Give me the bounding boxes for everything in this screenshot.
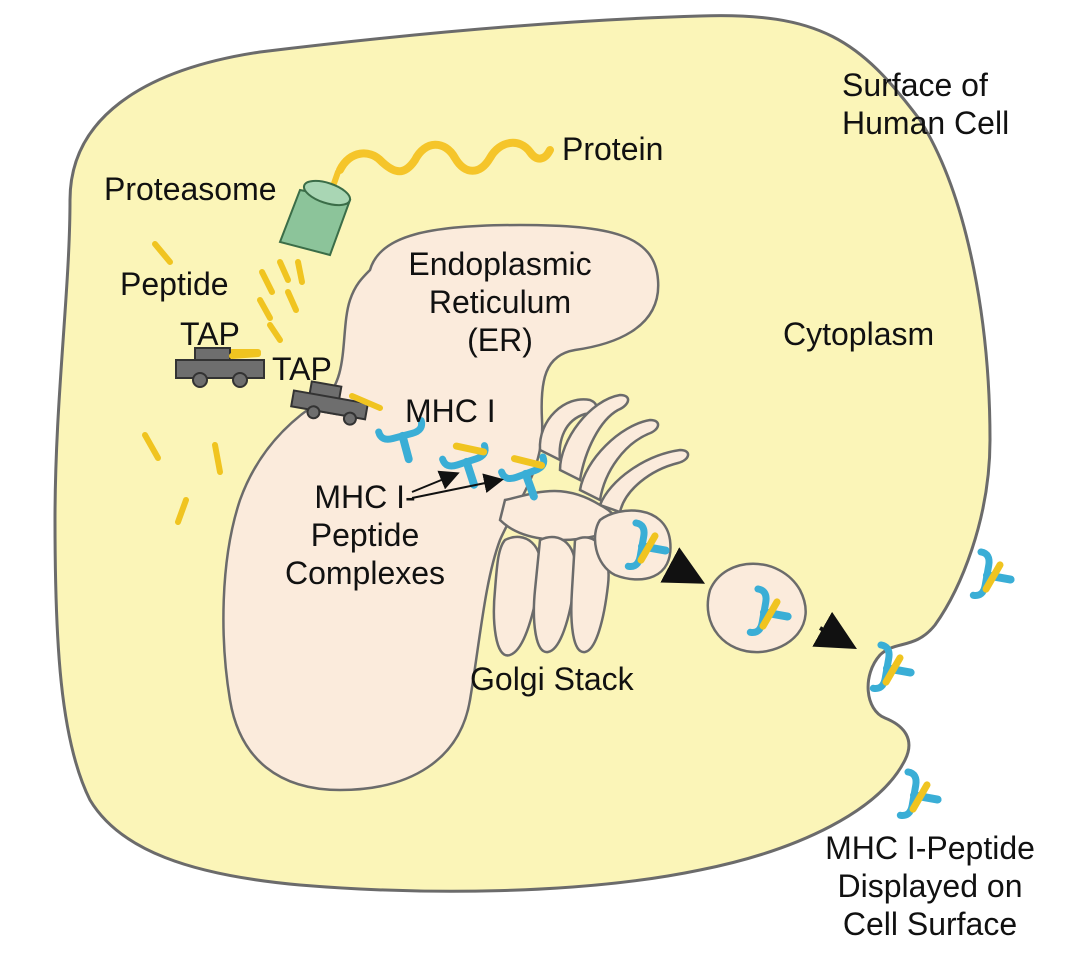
pointer-arrows xyxy=(411,470,504,499)
label-line: MHC I-Peptide xyxy=(825,830,1035,866)
transport-arrows xyxy=(660,547,857,649)
label-line: Cell Surface xyxy=(842,906,1018,942)
label-mhc-displayed: MHC I-Peptide Displayed on Cell Surface xyxy=(800,829,1060,943)
er-membrane xyxy=(222,223,660,792)
label-line: Endoplasmic xyxy=(408,246,592,282)
label-line: MHC I- xyxy=(314,479,416,515)
label-mhc-i: MHC I xyxy=(405,393,496,429)
label-endoplasmic-reticulum: Endoplasmic Reticulum (ER) xyxy=(390,245,610,359)
proteasome-icon xyxy=(278,179,352,257)
label-tap-1: TAP xyxy=(180,316,240,352)
tap-transporter-icon xyxy=(290,380,369,426)
protein-chain xyxy=(336,139,554,176)
label-mhc-peptide-complexes: MHC I- Peptide Complexes xyxy=(270,478,460,592)
label-line: (ER) xyxy=(467,322,533,358)
label-line: Human Cell xyxy=(842,105,1010,141)
label-proteasome: Proteasome xyxy=(104,171,277,207)
label-peptide: Peptide xyxy=(120,266,229,302)
transport-vesicle xyxy=(706,562,807,654)
label-surface-of-human-cell: Surface of Human Cell xyxy=(842,66,1009,142)
label-golgi-stack: Golgi Stack xyxy=(470,661,634,697)
label-line: Peptide xyxy=(310,517,420,553)
label-line: Displayed on xyxy=(837,868,1023,904)
label-line: Surface of xyxy=(842,67,988,103)
label-protein: Protein xyxy=(562,131,664,167)
tap-transporter-icon xyxy=(175,347,265,388)
golgi-vesicle xyxy=(593,509,672,581)
label-cytoplasm: Cytoplasm xyxy=(783,316,935,352)
label-line: Reticulum xyxy=(428,284,572,320)
label-tap-2: TAP xyxy=(272,351,332,387)
golgi-stack xyxy=(492,393,690,657)
label-line: Complexes xyxy=(284,555,446,591)
